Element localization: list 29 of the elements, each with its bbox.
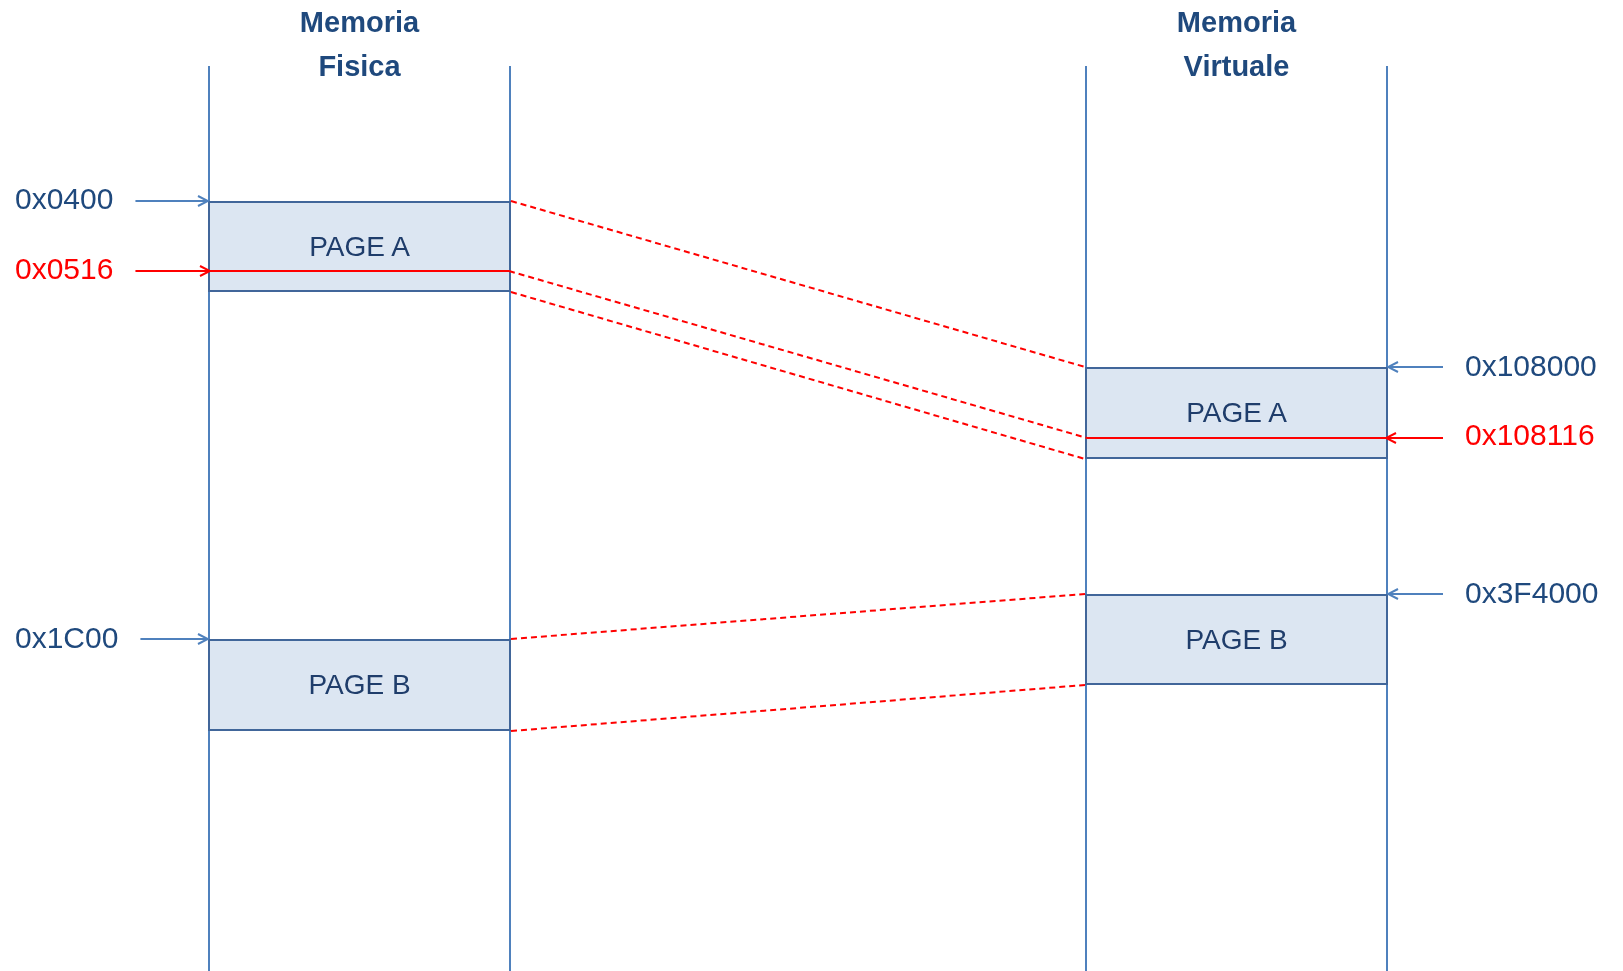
page-label: PAGE B xyxy=(308,669,411,701)
memory-page-box xyxy=(208,201,511,292)
page-label: PAGE A xyxy=(309,230,410,263)
offset-line xyxy=(210,270,509,272)
memory-page-box xyxy=(1085,594,1388,685)
address-label: 0x0516 xyxy=(15,251,114,287)
address-label: 0x1C00 xyxy=(15,620,119,656)
memory-page-box xyxy=(1085,367,1388,459)
address-label: 0x0400 xyxy=(15,181,114,217)
dashed-mapping-line xyxy=(510,593,1086,640)
dashed-mapping-line xyxy=(508,270,1088,439)
column-heading: Memoria Fisica xyxy=(298,5,421,84)
arrow xyxy=(1385,432,1444,444)
arrow xyxy=(134,195,209,207)
offset-line xyxy=(1087,437,1386,439)
page-label: PAGE B xyxy=(1185,623,1288,656)
arrow xyxy=(1387,588,1444,600)
arrow xyxy=(1387,361,1444,373)
dashed-mapping-line xyxy=(510,200,1086,368)
page-label: PAGE A xyxy=(1186,397,1287,429)
column-heading: Memoria Virtuale xyxy=(1175,5,1298,84)
address-label: 0x108116 xyxy=(1465,417,1595,453)
arrow xyxy=(134,265,211,277)
address-label: 0x3F4000 xyxy=(1465,575,1599,611)
dashed-mapping-line xyxy=(510,684,1086,732)
dashed-mapping-line xyxy=(510,291,1086,460)
arrow xyxy=(139,633,209,645)
memory-page-box xyxy=(208,639,511,731)
address-label: 0x108000 xyxy=(1465,348,1597,384)
